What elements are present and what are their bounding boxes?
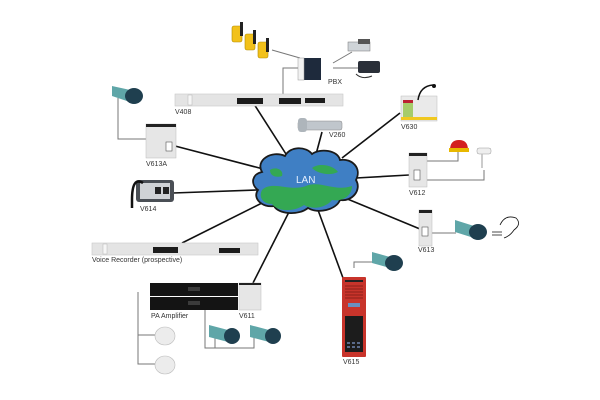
link-v612	[355, 174, 410, 179]
v614-label: V614	[140, 206, 156, 213]
link-v613a	[174, 145, 268, 171]
horn-speaker-v613a	[112, 86, 143, 104]
v260-device: V260	[297, 118, 345, 139]
emergency-phones	[231, 22, 269, 59]
v614-device: V614	[130, 180, 174, 213]
v612-device: V612	[408, 140, 492, 197]
link-v615	[317, 209, 344, 279]
link-v613	[344, 197, 421, 230]
v613-device: V613	[418, 209, 519, 254]
v408-label: V408	[175, 109, 191, 116]
listener-face-icon	[492, 216, 519, 239]
amplifier-horn-speakers	[209, 325, 281, 344]
v630-device: V630	[400, 84, 438, 131]
beacon-light	[450, 140, 468, 150]
pa-amplifier-label: PA Amplifier	[151, 313, 189, 320]
link-recorder	[181, 201, 265, 244]
v615-label: V615	[343, 359, 359, 366]
v260-label: V260	[329, 132, 345, 139]
v611-device	[238, 282, 262, 311]
lan-links	[172, 103, 421, 284]
v613-label: V613	[418, 247, 434, 254]
lan-label: LAN	[296, 175, 315, 186]
pbx-label: PBX	[328, 79, 342, 86]
pbx: PBX	[297, 39, 380, 86]
voice-recorder-label: Voice Recorder (prospective)	[92, 257, 182, 264]
lan-cloud: LAN	[252, 147, 359, 214]
v615-device: V615	[342, 277, 366, 366]
link-v630	[341, 112, 401, 159]
v613a-device: V613A	[145, 123, 177, 168]
link-v611	[252, 209, 291, 284]
ceiling-speakers	[154, 326, 176, 375]
horn-speaker-v615	[372, 252, 403, 271]
v613a-label: V613A	[146, 161, 167, 168]
pa-amplifier-device: PA Amplifier V611	[150, 282, 262, 320]
voice-recorder-device: Voice Recorder (prospective)	[91, 242, 259, 264]
link-v614	[172, 189, 258, 194]
device-wires	[117, 49, 485, 365]
v630-label: V630	[401, 124, 417, 131]
v612-label: V612	[409, 190, 425, 197]
camera	[476, 147, 492, 155]
v408-device: V408	[174, 93, 344, 116]
v611-label: V611	[239, 313, 255, 320]
